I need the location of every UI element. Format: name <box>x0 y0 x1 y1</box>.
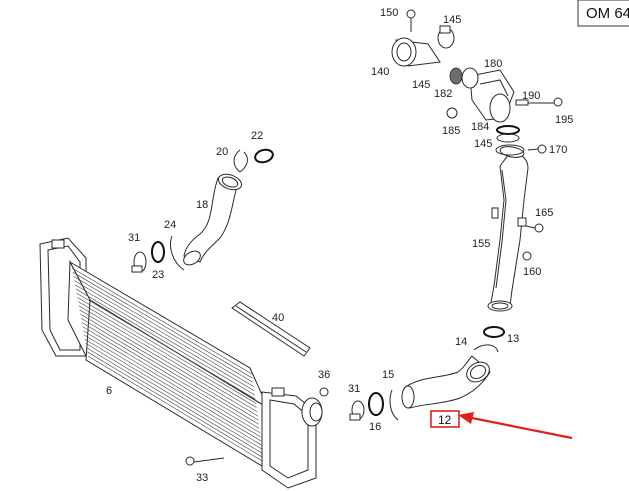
seal-strip-40 <box>231 301 311 357</box>
callout-22: 22 <box>251 130 263 142</box>
o-ring-23 <box>151 241 165 263</box>
clamp-145-mid <box>496 133 520 143</box>
red-arrow-icon <box>458 412 573 440</box>
callout-195: 195 <box>555 114 573 126</box>
seal-182 <box>449 67 463 85</box>
callout-155: 155 <box>472 238 490 250</box>
seal-24 <box>170 235 185 271</box>
clamp-145-lower <box>495 144 525 156</box>
hose-140 <box>391 37 441 67</box>
seal-15 <box>389 389 399 421</box>
callout-185: 185 <box>442 125 460 137</box>
bolt-150 <box>406 9 416 32</box>
bolt-33 <box>185 456 225 466</box>
callout-31: 31 <box>128 232 140 244</box>
callout-18: 18 <box>196 199 208 211</box>
callout-145: 145 <box>474 138 492 150</box>
bolt-160 <box>522 251 532 261</box>
callout-33: 33 <box>196 472 208 484</box>
o-ring-22 <box>254 148 274 164</box>
callout-145: 145 <box>412 79 430 91</box>
highlighted-callout-12[interactable]: 12 <box>430 410 460 428</box>
callout-36: 36 <box>318 369 330 381</box>
bolt-165 <box>525 223 544 233</box>
clip-20 <box>233 149 248 173</box>
callout-16: 16 <box>369 421 381 433</box>
callout-150: 150 <box>380 7 398 19</box>
o-ring-13 <box>483 326 505 338</box>
clamp-31-upper <box>131 251 147 273</box>
clamp-31-lower <box>349 400 365 421</box>
model-box: OM 64 <box>577 0 629 27</box>
bolt-170 <box>527 144 547 154</box>
callout-12: 12 <box>438 413 452 427</box>
callout-40: 40 <box>272 312 284 324</box>
housing-180 <box>461 67 515 123</box>
callout-20: 20 <box>216 146 228 158</box>
bolt-195 <box>528 97 563 107</box>
clamp-145-upper <box>437 25 455 49</box>
o-ring-16 <box>368 392 384 416</box>
seal-184 <box>496 125 520 135</box>
pipe-155 <box>487 146 529 312</box>
callout-14: 14 <box>455 336 467 348</box>
callout-160: 160 <box>523 266 541 278</box>
callout-190: 190 <box>522 90 540 102</box>
callout-180: 180 <box>484 58 502 70</box>
hose-18 <box>183 173 243 266</box>
callout-15: 15 <box>382 369 394 381</box>
callout-140: 140 <box>371 66 389 78</box>
callout-24: 24 <box>164 219 176 231</box>
callout-182: 182 <box>434 88 452 100</box>
callout-31: 31 <box>348 383 360 395</box>
callout-23: 23 <box>152 269 164 281</box>
clip-14 <box>473 344 499 353</box>
callout-170: 170 <box>549 144 567 156</box>
hose-12 <box>401 355 491 409</box>
callout-13: 13 <box>507 333 519 345</box>
callout-145: 145 <box>443 14 461 26</box>
bolt-185 <box>446 107 458 119</box>
charge-air-cooler <box>39 237 323 489</box>
model-box-label: OM 64 <box>586 5 629 22</box>
bolt-36 <box>319 387 329 397</box>
callout-6: 6 <box>106 385 112 397</box>
callout-184: 184 <box>471 121 489 133</box>
callout-165: 165 <box>535 207 553 219</box>
